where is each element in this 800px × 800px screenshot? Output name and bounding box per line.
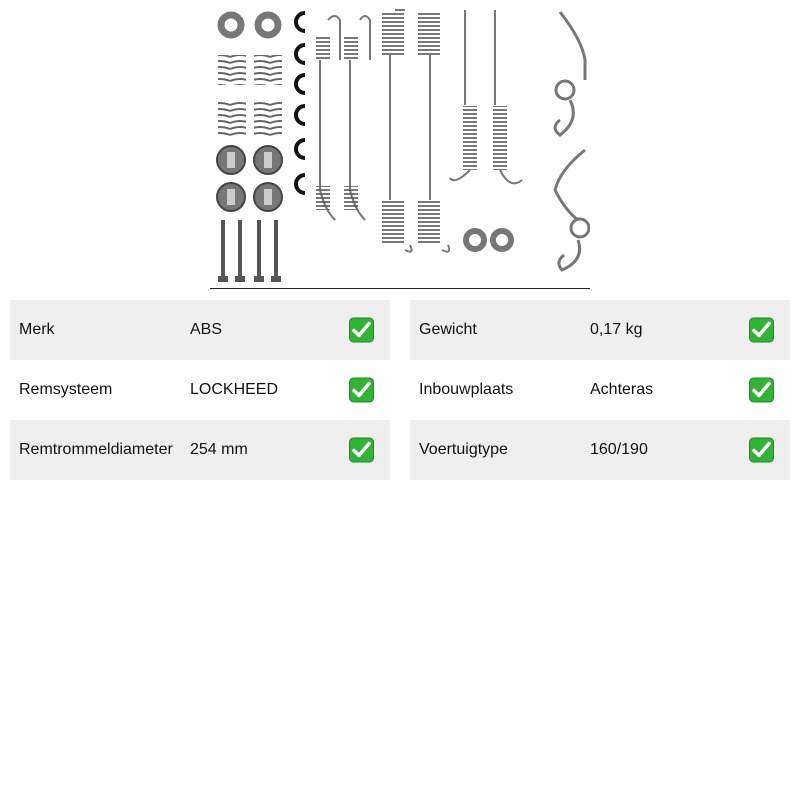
check-mark-icon [749, 317, 774, 343]
spec-value: 254 mm [190, 441, 248, 458]
spec-row-merk: Merk ABS [10, 300, 390, 360]
spec-label: Remtrommeldiameter [19, 441, 173, 458]
spec-row-inbouwplaats: Inbouwplaats Achteras [410, 360, 790, 420]
spec-table-left: Merk ABS Remsysteem LOCKHEED Remtrommeld… [10, 300, 390, 480]
spec-label: Remsysteem [19, 381, 113, 398]
spec-value: LOCKHEED [190, 381, 279, 398]
spec-label: Voertuigtype [419, 441, 508, 458]
product-image [210, 0, 590, 290]
check-mark-icon [349, 437, 374, 463]
check-mark-icon [349, 317, 374, 343]
spec-value: Achteras [590, 381, 654, 398]
spec-row-gewicht: Gewicht 0,17 kg [410, 300, 790, 360]
spec-value: ABS [190, 321, 223, 338]
check-mark-icon [749, 437, 774, 463]
spec-value: 160/190 [590, 441, 648, 458]
washer-icon [217, 11, 282, 39]
check-mark-icon [349, 377, 374, 403]
check-mark-icon [749, 377, 774, 403]
spec-label: Merk [19, 321, 55, 338]
spec-row-voertuigtype: Voertuigtype 160/190 [410, 420, 790, 480]
spec-table-right: Gewicht 0,17 kg Inbouwplaats Achteras Vo… [410, 300, 790, 480]
spec-row-remtrommeldiameter: Remtrommeldiameter 254 mm [10, 420, 390, 480]
spec-label: Inbouwplaats [419, 381, 514, 398]
spec-label: Gewicht [419, 321, 477, 338]
spec-value: 0,17 kg [590, 321, 643, 338]
spec-row-remsysteem: Remsysteem LOCKHEED [10, 360, 390, 420]
